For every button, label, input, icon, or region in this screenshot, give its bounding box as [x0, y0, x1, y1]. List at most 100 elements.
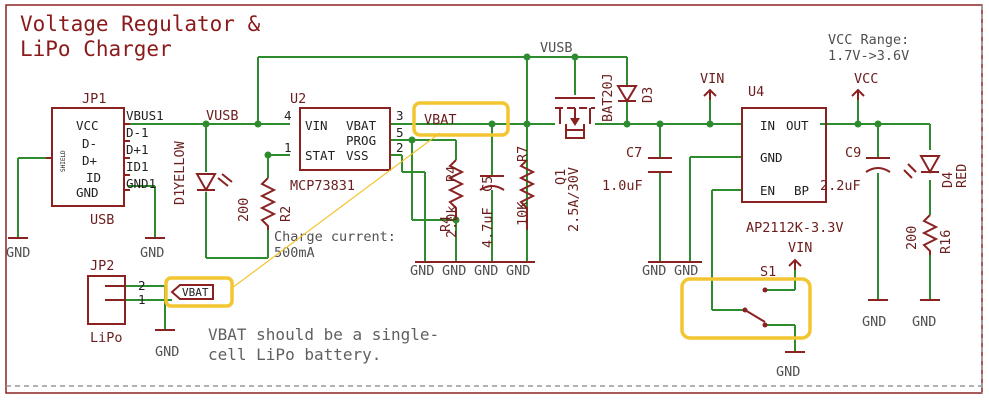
u2-num-prog: 5 [396, 125, 404, 140]
r4-ref-label: R4 [444, 166, 460, 182]
d1-ref: D1 [172, 189, 188, 205]
d4-color: RED [954, 164, 970, 188]
net-label-vin-top: VIN [700, 71, 724, 87]
jp2-pin2: 2 [138, 278, 146, 293]
d4-red-led: D4 RED [903, 155, 970, 188]
junction-dots [202, 53, 882, 224]
vin-supply-symbol: VIN [700, 71, 724, 100]
d4-ref: D4 [940, 172, 956, 188]
jp1-name: USB [90, 212, 114, 228]
net-label-vin-s1: VIN [788, 240, 812, 256]
jp1-net-vbus1: VBUS1 [126, 108, 164, 123]
u4-ap2112k: U4 AP2112K-3.3V IN OUT GND EN BP [741, 84, 844, 236]
c7-value: 1.0uF [602, 178, 643, 194]
r16-value: 200 [904, 226, 920, 250]
s1-ref: S1 [760, 264, 776, 280]
vbat-link-line [231, 132, 441, 289]
jp1-pin-vcc: VCC [76, 118, 99, 133]
wires [17, 56, 931, 352]
c9-value: 2.2uF [820, 178, 861, 194]
c7-ref: C7 [626, 145, 642, 161]
net-label-vusb-top: VUSB [540, 40, 573, 56]
u2-num-vin: 4 [284, 108, 292, 123]
r4-ref: R4 [438, 216, 454, 232]
jp1-pin-dplus: D+ [82, 153, 97, 168]
c9-capacitor: C9 2.2uF [820, 145, 891, 194]
gnd-label-jp1-right: GND [140, 245, 164, 261]
jp2-lipo-connector: JP2 LiPo 2 1 [87, 258, 146, 346]
jp1-net-d1: D-1 [126, 125, 149, 140]
u4-pin-in: IN [760, 118, 775, 133]
gnd-label-jp1-left: GND [6, 245, 30, 261]
sheet-frame [5, 4, 983, 394]
u2-name: MCP73831 [290, 178, 355, 194]
u4-pin-gnd: GND [760, 150, 783, 165]
vbat-highlight-box [412, 101, 510, 137]
gnd-label-c7: GND [642, 263, 666, 279]
jp2-ref: JP2 [90, 258, 114, 274]
u4-ref: U4 [748, 84, 764, 100]
u2-ref: U2 [290, 91, 306, 107]
u2-pin-vin: VIN [305, 118, 328, 133]
q1-ref: Q1 [553, 169, 569, 185]
r7-resistor: R7 10K [515, 146, 536, 230]
net-label-vcc: VCC [854, 71, 878, 87]
u2-pin-stat: STAT [305, 148, 336, 163]
c5-value: 4.7uF [480, 207, 496, 248]
u2-num-vss: 2 [396, 140, 404, 155]
q1-mosfet: Q1 2.5A/30V [553, 97, 595, 232]
r16-ref: R16 [938, 230, 954, 254]
charge-current-value: 500mA [274, 245, 315, 261]
u2-num-stat: 1 [284, 140, 292, 155]
vbat-tag-label: VBAT [182, 286, 209, 299]
d3-diode: BAT20J D3 [600, 73, 656, 122]
jp2-name: LiPo [90, 330, 123, 346]
net-label-vusb-left: VUSB [206, 108, 239, 124]
r7-value: 10K [515, 201, 531, 226]
jp1-shield: SHIELD [60, 150, 67, 172]
r7-ref: R7 [515, 146, 531, 162]
d1-yellow-led: D1 YELLOW [172, 140, 233, 205]
u4-pin-out: OUT [786, 118, 809, 133]
d1-color: YELLOW [172, 140, 188, 190]
c9-ref: C9 [845, 145, 861, 161]
vcc-range-label: VCC Range: [828, 32, 909, 48]
gnd-label-4: GND [506, 263, 530, 279]
r2-ref: R2 [278, 206, 294, 222]
gnd-label-s1: GND [776, 364, 800, 380]
q1-value: 2.5A/30V [566, 167, 582, 232]
lipo-note-line2: cell LiPo battery. [208, 345, 381, 364]
vcc-supply-symbol: VCC [851, 71, 878, 100]
r16-resistor: 200 R16 [904, 214, 954, 255]
u2-num-vbat: 3 [396, 108, 404, 123]
s1-highlight-box [680, 277, 812, 340]
vbat-tag [170, 284, 214, 300]
jp2-pin1: 1 [138, 292, 146, 307]
u4-pin-en: EN [760, 183, 775, 198]
vbat-tag-highlight [164, 276, 234, 308]
c7-capacitor: C7 1.0uF [602, 145, 672, 194]
d3-ref: D3 [640, 87, 656, 103]
jp1-pin-gnd: GND [76, 185, 99, 200]
u4-pin-bp: BP [794, 183, 809, 198]
charge-current-label: Charge current: [274, 229, 396, 245]
jp1-pin-dminus: D- [82, 136, 97, 151]
u2-pin-vss: VSS [346, 148, 369, 163]
jp1-pin-id: ID [86, 170, 101, 185]
r2-value: 200 [236, 198, 252, 222]
gnd-label-1: GND [410, 263, 434, 279]
net-label-vbat: VBAT [424, 112, 457, 128]
gnd-label-u4: GND [674, 263, 698, 279]
gnd-symbols: GND GND GND GND GND GND GND GND GND GND … [6, 237, 940, 380]
r4-resistor: R4 2.0k [438, 159, 465, 232]
title-line2: LiPo Charger [20, 37, 172, 61]
jp1-ref: JP1 [82, 91, 106, 107]
r2-resistor: 200 R2 [236, 177, 294, 230]
c5-capacitor: C5 4.7uF [479, 175, 505, 248]
s1-switch: S1 VIN [680, 240, 812, 340]
u2-pin-vbat: VBAT [346, 118, 377, 133]
vcc-range-value: 1.7V->3.6V [828, 48, 909, 64]
jp1-net-gnd1: GND1 [126, 176, 156, 191]
jp1-net-id1: ID1 [126, 159, 149, 174]
